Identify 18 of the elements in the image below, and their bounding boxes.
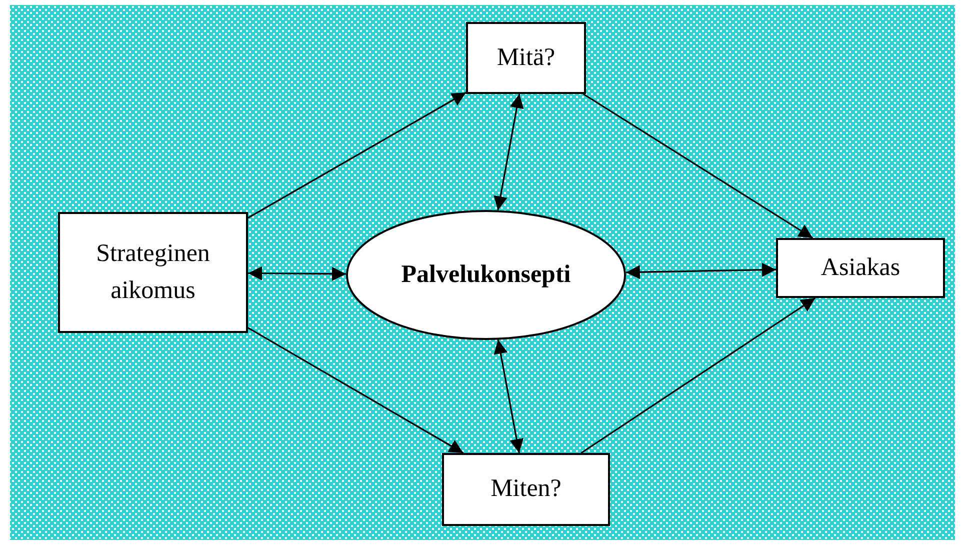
arrow [248,327,464,454]
arrow [626,262,776,280]
process-box [466,22,586,94]
node-label: Palvelukonsepti [400,260,572,290]
node-label: Miten? [490,474,562,504]
ellipse-node [346,210,626,340]
arrow [494,340,524,454]
node-label: Strateginen aikomus [95,239,211,306]
arrow [248,92,466,219]
arrow [494,94,524,210]
node-label: Mitä? [496,42,556,73]
process-box [776,238,945,298]
node-label: Asiakas [820,252,902,283]
arrow [582,93,814,239]
arrow [580,297,816,454]
process-box [58,212,248,333]
arrow [248,266,346,281]
process-box [442,453,610,526]
